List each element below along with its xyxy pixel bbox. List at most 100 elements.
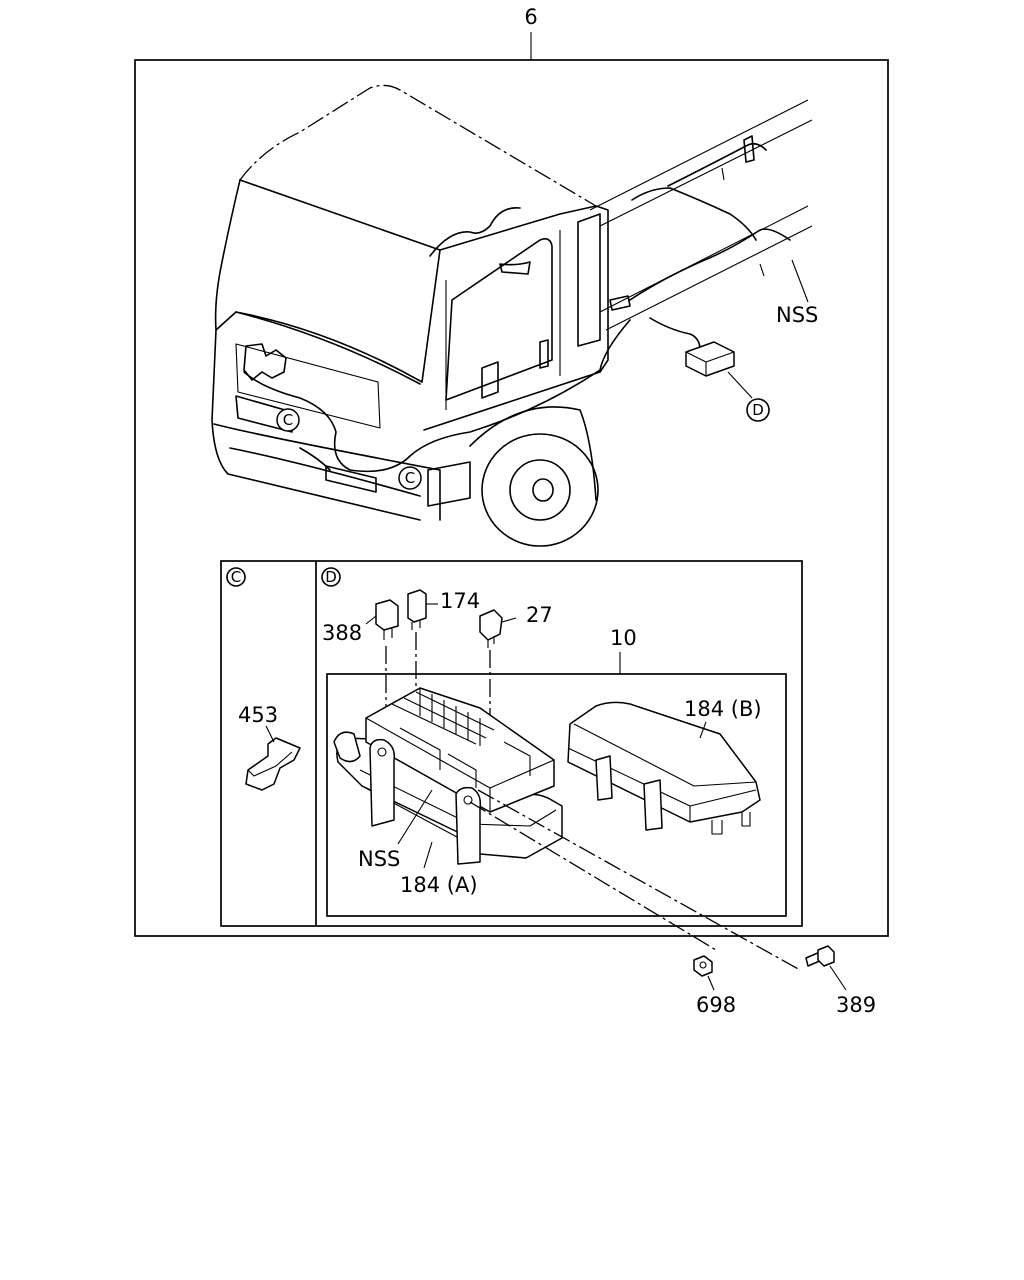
detail-d-marker-label: D [752, 401, 764, 419]
part-184a-label: 184 (A) [400, 873, 478, 897]
grille [235, 343, 381, 429]
detail-d-header-label: D [325, 568, 337, 586]
door-handle [539, 339, 549, 369]
relay-388 [375, 599, 399, 631]
clip-453-edge [247, 751, 293, 777]
step [427, 461, 471, 507]
mirror [481, 361, 499, 399]
part-10-frame [326, 673, 787, 917]
cover-latch-left [595, 755, 613, 801]
harness-clamp-a [743, 135, 755, 163]
fuse-box-cells [391, 688, 531, 788]
main-frame [134, 59, 889, 937]
chassis-harness-a [629, 228, 791, 301]
detail-c-marker-2 [398, 466, 422, 490]
cab-front [211, 329, 421, 521]
detail-d-header-marker [321, 567, 341, 587]
part-174-label: 174 [440, 589, 480, 613]
door-window [445, 238, 553, 401]
front-wheel [481, 433, 599, 547]
rear-window [577, 213, 601, 347]
cab-roof-front [239, 179, 441, 251]
bumper [213, 423, 441, 521]
part-27-leader [501, 617, 517, 623]
front-harness-branch [299, 447, 331, 471]
roof-antenna-clip [499, 261, 531, 275]
mounting-bracket-right-hole [463, 795, 473, 805]
detail-c-header-label: C [231, 568, 241, 586]
frame-crossmember [721, 167, 765, 277]
detail-c-marker-2-label: C [405, 469, 415, 487]
detail-c-header-marker [226, 567, 246, 587]
fuse-box-body-rim [365, 717, 555, 812]
detail-c: C 453 [226, 567, 301, 791]
truck-illustration [211, 84, 813, 547]
main-callout-label: 6 [524, 5, 537, 29]
mounting-bracket-left-hole [377, 747, 387, 757]
relay-388-pins [383, 628, 393, 640]
chassis-harness-upper [667, 142, 767, 187]
part-184b-label: 184 (B) [684, 697, 762, 721]
nut-698 [693, 955, 713, 977]
bolt-389 [805, 945, 835, 967]
cover-latch-right [643, 779, 663, 831]
detail-c-marker-1-label: C [283, 411, 293, 429]
windshield-lower-edge [235, 311, 421, 385]
part-388-label: 388 [322, 621, 362, 645]
fastener-line-698 [469, 801, 717, 951]
clip-453 [245, 737, 301, 791]
nut-698-body [693, 955, 713, 977]
bolt-389-head [817, 945, 835, 967]
front-harness [243, 319, 631, 473]
detail-d-marker [746, 398, 770, 422]
chassis-fuse-box [685, 341, 735, 377]
part-388-leader [365, 615, 377, 625]
frame-rail-upper [589, 99, 813, 227]
cab-side [423, 205, 609, 431]
windshield [214, 249, 441, 383]
part-184a-leader [423, 841, 433, 869]
mounting-bracket-left [369, 738, 396, 827]
fuse-27 [479, 609, 503, 641]
detail-c-marker-1 [276, 408, 300, 432]
part-10-label: 10 [610, 626, 637, 650]
part-698-leader [707, 975, 715, 991]
relay-174-pins [411, 620, 421, 630]
part-453-label: 453 [238, 703, 278, 727]
cab-roof [239, 84, 597, 207]
door-outline [445, 230, 561, 410]
frame-rail-lower [599, 205, 813, 331]
nut-698-hole [699, 961, 707, 969]
chassis-fuse-box-top [685, 351, 735, 376]
detail-d-leader [727, 371, 753, 399]
nss-harness-leader [791, 259, 809, 303]
front-wheel-hub [532, 478, 554, 502]
part-184b-leader [699, 721, 707, 739]
part-nss-label: NSS [358, 847, 400, 871]
roof-harness [429, 207, 521, 257]
fuse-27-pins [487, 636, 495, 648]
part-389-leader [829, 965, 847, 991]
wheel-arch [469, 406, 597, 501]
relay-174 [407, 589, 427, 623]
front-wheel-rim [509, 459, 571, 521]
chassis-harness-c [649, 317, 701, 351]
detail-panel-frame [220, 560, 803, 927]
part-389-label: 389 [836, 993, 876, 1017]
headlamp [235, 395, 293, 433]
fog-lamp [325, 465, 377, 493]
harness-clamp-b [609, 295, 631, 311]
fuse-box-connector [333, 731, 361, 763]
part-698-label: 698 [696, 993, 736, 1017]
detail-d: D 10 388 174 27 [321, 567, 787, 917]
part-453-leader [265, 725, 275, 743]
part-nss-leader [397, 789, 433, 845]
nss-harness-label: NSS [776, 303, 818, 327]
mounting-bracket-right [455, 786, 482, 865]
relay-cluster [243, 343, 287, 381]
part-27-label: 27 [526, 603, 553, 627]
fastener-line-389 [477, 789, 801, 971]
cover-tabs [711, 812, 751, 835]
chassis-harness-b [631, 187, 757, 241]
